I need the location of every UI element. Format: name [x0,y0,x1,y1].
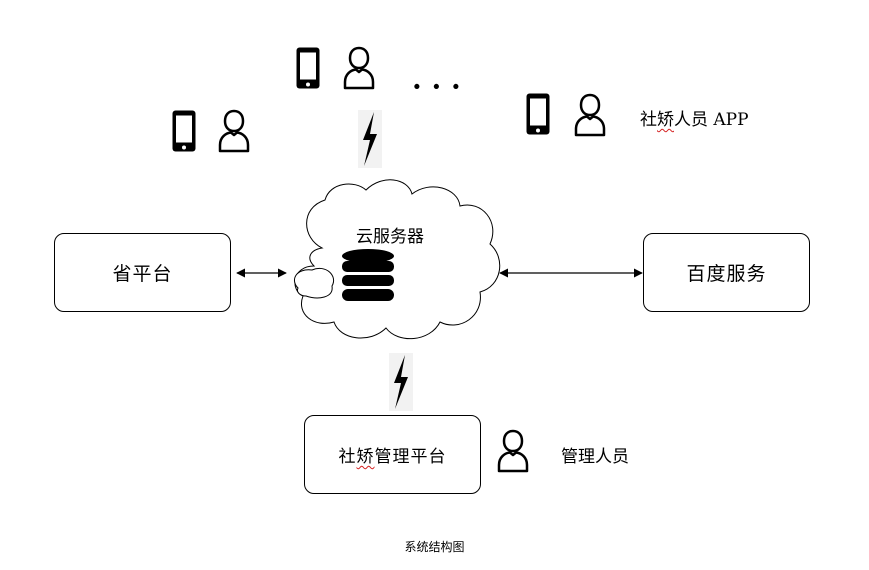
person-icon [574,93,606,137]
person-icon [343,46,375,90]
baidu-service-label: 百度服务 [686,263,767,285]
database-icon [342,249,394,301]
phone-icon [172,110,196,152]
ellipsis-dots: · · · [412,70,461,103]
overseas-platform-label: 社矫管理平台 [338,447,447,467]
cloud-server-label: 云服务器 [356,227,424,247]
app-users-label: 社矫人员 APP [640,110,749,130]
province-platform-label: 省平台 [112,263,173,285]
cloud-shape [294,179,501,340]
province-platform-box: 省平台 [54,233,231,312]
baidu-service-box: 百度服务 [643,233,810,312]
person-icon [497,429,529,473]
overseas-platform-box: 社矫管理平台 [304,415,481,494]
phone-icon [526,93,550,135]
person-icon [218,109,250,153]
phone-icon [296,47,320,89]
lightning-icon [358,110,382,168]
diagram-caption: 系统结构图 [404,540,465,554]
admin-label: 管理人员 [561,447,629,467]
lightning-icon [389,353,413,411]
